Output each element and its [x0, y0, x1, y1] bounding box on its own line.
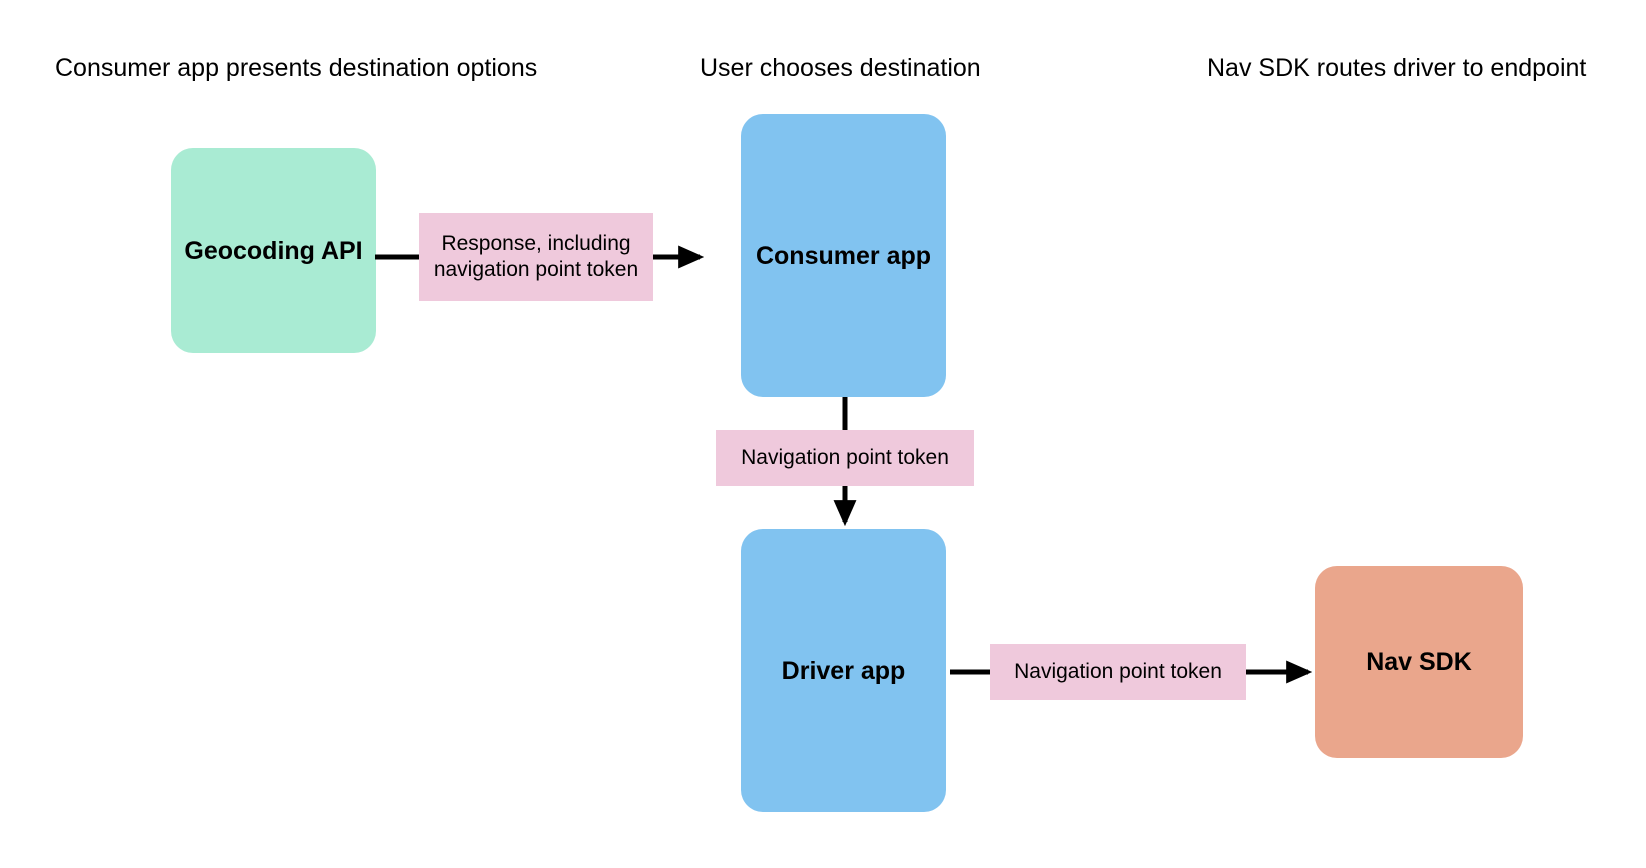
node-driver-app-label: Driver app — [781, 656, 906, 685]
node-consumer-app-label: Consumer app — [755, 241, 932, 270]
column-heading-user-chooses: User chooses destination — [700, 54, 981, 82]
column-heading-nav-sdk-routes: Nav SDK routes driver to endpoint — [1207, 54, 1587, 82]
edge-label-nav-token-vertical-text: Navigation point token — [741, 445, 949, 469]
edge-label-response-text: Response, including navigation point tok… — [433, 231, 639, 281]
node-nav-sdk[interactable]: Nav SDK — [1315, 566, 1523, 758]
node-geocoding-api-label: Geocoding API — [184, 236, 363, 265]
node-consumer-app[interactable]: Consumer app — [741, 114, 946, 397]
node-nav-sdk-label: Nav SDK — [1366, 648, 1472, 676]
column-heading-consumer-app: Consumer app presents destination option… — [55, 54, 538, 82]
node-driver-app[interactable]: Driver app — [741, 529, 946, 812]
edge-label-navigation-point-token-vertical: Navigation point token — [716, 430, 974, 486]
edge-label-response-including-navigation-point-token: Response, including navigation point tok… — [419, 213, 653, 301]
edge-label-nav-token-horizontal-text: Navigation point token — [1014, 659, 1222, 683]
node-geocoding-api[interactable]: Geocoding API — [171, 148, 376, 353]
edge-label-navigation-point-token-horizontal: Navigation point token — [990, 644, 1246, 700]
